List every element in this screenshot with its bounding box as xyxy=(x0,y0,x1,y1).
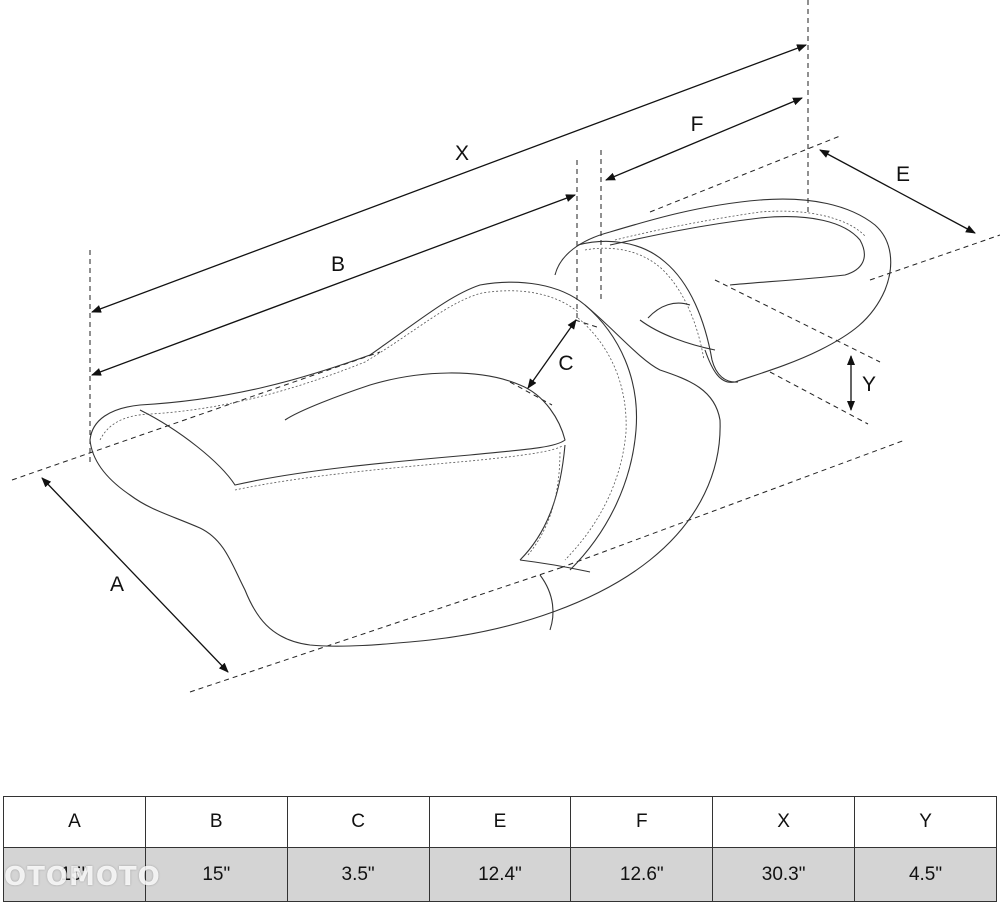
header-cell-x: X xyxy=(712,796,856,848)
dimension-arrows xyxy=(41,44,976,673)
header-cell-a: A xyxy=(3,796,146,848)
header-cell-y: Y xyxy=(854,796,997,848)
header-cell-c: C xyxy=(286,796,430,848)
label-e: E xyxy=(896,163,910,186)
header-cell-b: B xyxy=(144,796,288,848)
header-cell-f: F xyxy=(570,796,714,848)
label-x: X xyxy=(455,142,469,165)
dimension-table: A B C E F X Y 15" 15" 3.5" 12.4" 12.6" 3… xyxy=(3,796,997,902)
arrow-x xyxy=(91,44,807,313)
table-header-row: A B C E F X Y xyxy=(3,796,997,848)
value-cell-b: 15" xyxy=(144,847,288,902)
arrow-f xyxy=(605,97,803,181)
table-value-row: 15" 15" 3.5" 12.4" 12.6" 30.3" 4.5" xyxy=(3,847,997,902)
seat-dimension-diagram: X F E B C A Y xyxy=(11,0,1000,693)
label-y: Y xyxy=(862,373,876,396)
label-a: A xyxy=(110,573,124,596)
arrow-a xyxy=(41,477,229,673)
header-cell-e: E xyxy=(428,796,572,848)
arrow-b xyxy=(91,194,576,376)
arrow-e xyxy=(819,149,976,234)
value-cell-e: 12.4" xyxy=(428,847,572,902)
arrow-c xyxy=(527,319,577,389)
label-c: C xyxy=(558,352,573,375)
value-cell-y: 4.5" xyxy=(854,847,997,902)
seat-illustration xyxy=(89,198,892,647)
extension-lines xyxy=(11,0,1000,693)
label-b: B xyxy=(331,253,345,276)
value-cell-x: 30.3" xyxy=(712,847,856,902)
value-cell-f: 12.6" xyxy=(570,847,714,902)
value-cell-c: 3.5" xyxy=(286,847,430,902)
value-cell-a: 15" xyxy=(3,847,146,902)
label-f: F xyxy=(691,113,704,136)
dimension-labels: X F E B C A Y xyxy=(110,113,910,596)
